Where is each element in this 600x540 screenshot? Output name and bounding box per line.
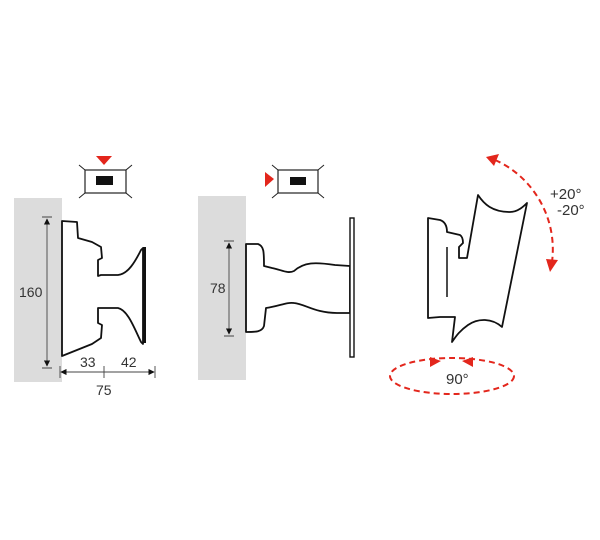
wall-plate-outline: [427, 194, 528, 343]
depth-a-label: 33: [80, 354, 96, 370]
figure-2-side-view: 78: [198, 164, 355, 380]
figure-3-tilt-swivel: +20° -20° 90°: [389, 154, 585, 395]
bracket-outline: [61, 220, 144, 357]
swivel-label: 90°: [446, 371, 469, 388]
swivel-arrow: [389, 357, 515, 395]
height-label: 78: [210, 280, 226, 296]
bracket-outline: [245, 243, 351, 333]
red-arrow-right-icon: [265, 172, 274, 187]
wall: [14, 198, 62, 382]
figure-1-top-view: 160 33 42 75: [14, 156, 156, 398]
tilt-plus-label: +20°: [550, 186, 581, 203]
tilt-arrow-head-bottom-icon: [546, 259, 558, 272]
tilt-arrow: [494, 159, 554, 263]
tilt-arrow-head-top-icon: [486, 154, 499, 166]
swivel-arrow-head-left-icon: [462, 357, 473, 367]
red-arrow-down-icon: [96, 156, 112, 165]
depth-total-label: 75: [96, 382, 112, 398]
wall: [198, 196, 246, 380]
view-direction-icon: [265, 164, 325, 199]
height-label: 160: [19, 284, 43, 300]
swivel-arrow-head-right-icon: [430, 357, 441, 367]
view-direction-icon: [78, 156, 133, 199]
depth-b-label: 42: [121, 354, 137, 370]
tilt-minus-label: -20°: [557, 202, 585, 219]
